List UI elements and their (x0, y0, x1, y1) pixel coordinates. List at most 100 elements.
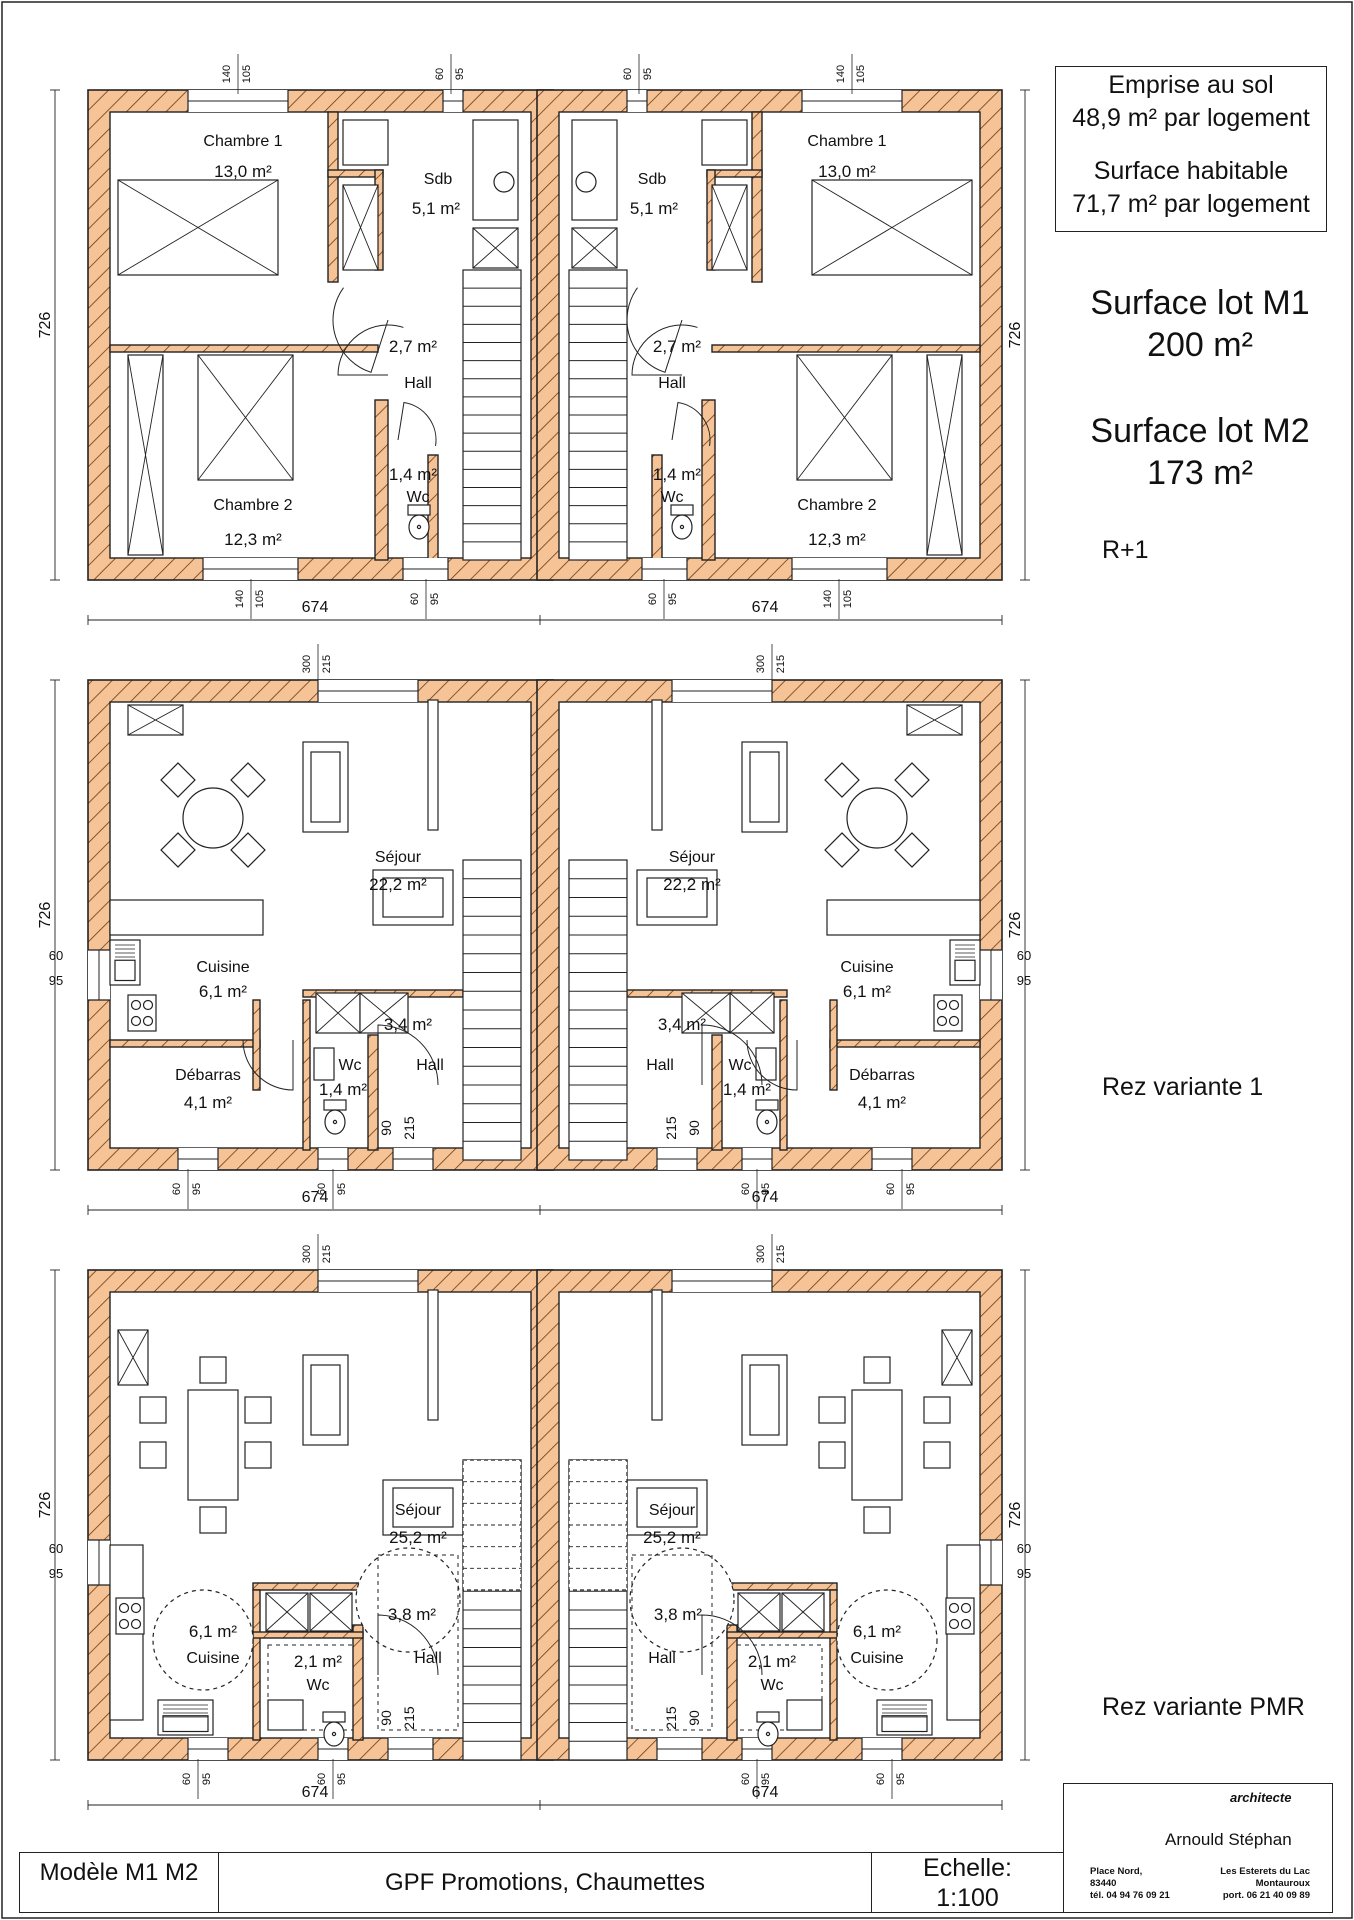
lot-m2-label: Surface lot M2 (1090, 412, 1310, 450)
rez1-chair (824, 762, 860, 798)
pmr-door-leaf (651, 1289, 663, 1421)
pmr-chair (199, 1356, 227, 1384)
rez1-sofa-horizontal-seat (382, 877, 444, 918)
pmr-partition-right (352, 1624, 364, 1741)
rez1-label-cuisine-area: 6,1 m² (843, 982, 892, 1001)
architect-address-right: Les Esterets du Lac Montauroux port. 06 … (1195, 1866, 1310, 1902)
rez1-cooker-burner (130, 1015, 142, 1027)
r1-dim-top-b-b: 95 (454, 68, 466, 80)
emprise-value: 48,9 m² par logement (1072, 104, 1310, 132)
rez1-dim-door-b: 215 (401, 1116, 417, 1140)
r1-toilet-2-drain (679, 524, 685, 530)
client-cell: GPF Promotions, Chaumettes (218, 1852, 872, 1913)
rez1-dim-bottom-a-b: 95 (905, 1183, 917, 1195)
rez1-partition-wc-right (367, 1034, 379, 1151)
rez1-label-debarras: Débarras (849, 1067, 915, 1084)
pmr-hall-turning-circle (355, 1547, 461, 1653)
r1-label-wc: Wc (406, 489, 429, 506)
pmr-cupboard-b-diag-b (309, 1592, 353, 1632)
rez1-door-leaf (427, 699, 439, 831)
dim-depth-right-r1: 726 (1007, 322, 1024, 349)
pmr-dim-bottom-b-a: 60 (316, 1773, 328, 1785)
rez1-dim-door-a: 90 (686, 1120, 702, 1136)
rez1-cooker-burner (130, 999, 142, 1011)
r1-dim-top-a-b: 105 (241, 65, 253, 83)
rez1-dim-door-a: 90 (378, 1120, 394, 1136)
pmr-dim-top-a: 300 (755, 1245, 767, 1263)
lot-m1-label: Surface lot M1 (1090, 284, 1310, 322)
rez1-label-wc: Wc (728, 1057, 751, 1074)
pmr-door-leaf (427, 1289, 439, 1421)
rez1-cooker (933, 994, 963, 1032)
r1-dim-bottom-b-b: 95 (667, 593, 679, 605)
r1-cabinet-diag-b (571, 227, 618, 269)
rez1-chair (894, 832, 930, 868)
pmr-cooker-burner (118, 1618, 130, 1630)
habitable-label: Surface habitable (1093, 157, 1289, 185)
level-label-r1: R+1 (1102, 536, 1149, 564)
rez1-label-hall: Hall (416, 1057, 444, 1074)
r1-partition-wc (374, 399, 389, 561)
r1-label-hall-area: 2,7 m² (653, 337, 702, 356)
r1-partition-sdb (327, 111, 339, 283)
rez1-door-arc-entry (377, 1024, 439, 1086)
rez1-cooker-burner (948, 1015, 960, 1027)
rez1-cooker-burner (948, 999, 960, 1011)
r1-partition-wc (701, 399, 716, 561)
r1-dim-top-a-a: 140 (221, 65, 233, 83)
pmr-dim-door-a: 90 (378, 1710, 394, 1726)
pmr-dim-top-a: 300 (301, 1245, 313, 1263)
r1-label-wc: Wc (660, 489, 683, 506)
rez1-sink-bowl (114, 959, 136, 982)
r1-sdb-vanity (571, 119, 618, 221)
r1-dim-top-a-b: 105 (855, 65, 867, 83)
rez1-dim-top-a: 300 (755, 655, 767, 673)
rez1-label-cuisine: Cuisine (840, 959, 893, 976)
rez1-label-cuisine: Cuisine (196, 959, 249, 976)
rez1-dim-side-b: 95 (1017, 973, 1031, 988)
pmr-label-hall: Hall (414, 1650, 442, 1667)
r1-door-arc-b (631, 324, 698, 376)
pmr-dim-top-b: 215 (775, 1245, 787, 1263)
pmr-dim-door-b: 215 (401, 1706, 417, 1730)
r1-toilet-1-tank (407, 504, 431, 516)
r1-dim-top-b-a: 60 (434, 68, 446, 80)
pmr-cooker-burner (948, 1618, 960, 1630)
rez1-label-debarras: Débarras (175, 1067, 241, 1084)
pmr-sink-bowl (881, 1715, 928, 1733)
rez1-partition-wc-left (302, 999, 311, 1151)
addr-line-3: tél. 04 94 76 09 21 (1090, 1890, 1170, 1901)
pmr-wc-clearance (267, 1644, 354, 1731)
pmr-sofa-horizontal-seat (392, 1487, 454, 1528)
client-label: GPF Promotions, Chaumettes (384, 1868, 706, 1896)
pmr-cupboard-b-diag-b (737, 1592, 781, 1632)
rez1-cupboard-a-diag-b (315, 992, 361, 1034)
rez1-label-sejour: Séjour (669, 849, 716, 866)
rez1-label-hall-area: 3,4 m² (658, 1015, 707, 1034)
pmr-hall-turning-circle (629, 1547, 735, 1653)
rez1-cooker-burner (142, 999, 154, 1011)
dim-depth-left-pmr: 726 (37, 1492, 54, 1519)
pmr-cooker-burner (130, 1618, 142, 1630)
rez1-door-arc-entry (701, 1024, 763, 1086)
rez1-label-wc-area: 1,4 m² (319, 1080, 368, 1099)
r1-label-hall: Hall (404, 375, 432, 392)
lot-m2: Surface lot M2 173 m² (1050, 410, 1350, 494)
pmr-toilet-1-tank (322, 1711, 346, 1723)
pmr-partition-mid (726, 1631, 838, 1639)
addr-line-6: port. 06 21 40 09 89 (1222, 1890, 1310, 1901)
pmr-label-sejour-area: 25,2 m² (643, 1528, 701, 1547)
rez1-dim-top-b: 215 (321, 655, 333, 673)
dim-width-right-pmr: 674 (752, 1784, 779, 1801)
rez1-table (182, 787, 244, 849)
addr-line-4: Les Esterets du Lac (1220, 1866, 1310, 1877)
r1-door-arc-a (332, 287, 389, 373)
addr-line-2: 83440 (1090, 1878, 1117, 1889)
pmr-dim-bottom-b-b: 95 (760, 1773, 772, 1785)
r1-cabinet-diag-b (472, 227, 519, 269)
pmr-dim-bottom-a-a: 60 (181, 1773, 193, 1785)
dim-width-left-rez1: 674 (302, 1189, 329, 1206)
